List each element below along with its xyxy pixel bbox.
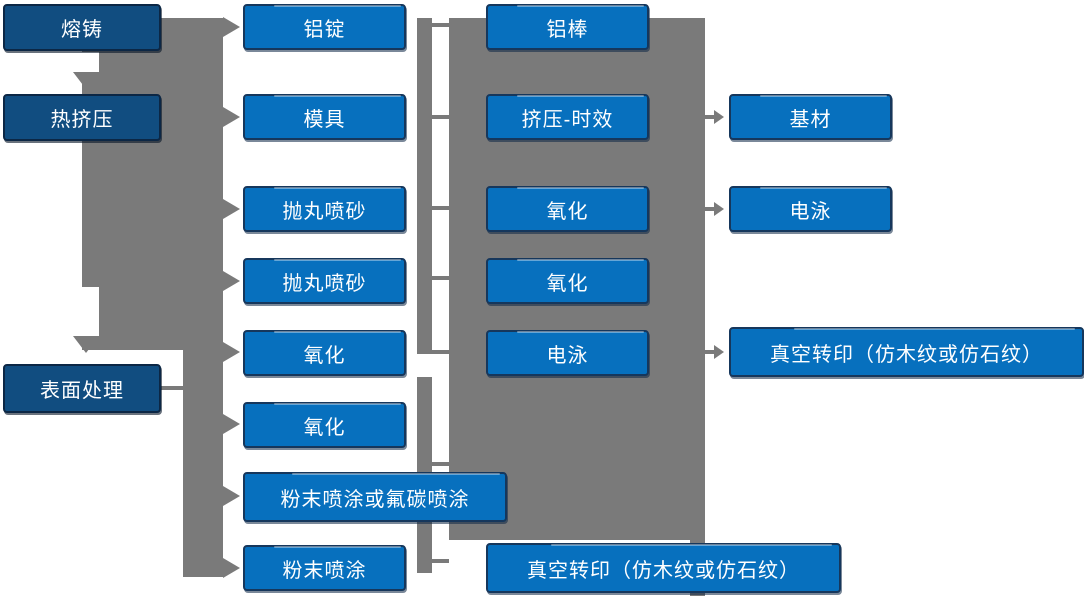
node-oxidation-a: 氧化 bbox=[243, 330, 406, 376]
tick-row1 bbox=[432, 23, 449, 27]
node-powder-or-fluorocarbon-spray: 粉末喷涂或氟碳喷涂 bbox=[243, 472, 507, 522]
tick-row7 bbox=[432, 462, 449, 466]
collector-bar-upper bbox=[417, 18, 432, 354]
node-oxidation-b: 氧化 bbox=[243, 402, 406, 448]
arrow-right-to-electrophoresis-icon bbox=[714, 202, 724, 216]
node-vacuum-transfer-right: 真空转印（仿木纹或仿石纹） bbox=[729, 327, 1084, 377]
node-shot-blasting-1: 抛丸喷砂 bbox=[243, 186, 406, 232]
arrow-right-to-oxidation-2-icon bbox=[223, 414, 240, 434]
surface-treatment-link-line bbox=[161, 386, 185, 390]
arrow-stem-to-vacuum-transfer bbox=[705, 350, 714, 354]
arrow-stem-to-base-material bbox=[705, 115, 714, 119]
tick-row4 bbox=[432, 276, 449, 280]
node-powder-spray: 粉末喷涂 bbox=[243, 545, 406, 591]
band-notch-2 bbox=[82, 287, 99, 336]
arrow-right-to-powder-spray-icon bbox=[223, 558, 240, 578]
node-electrophoresis-a: 电泳 bbox=[486, 330, 649, 376]
arrow-right-to-base-material-icon bbox=[714, 110, 724, 124]
node-oxidation-c: 氧化 bbox=[486, 186, 649, 232]
tick-row3 bbox=[432, 206, 449, 210]
tick-row8 bbox=[432, 559, 449, 563]
arrow-right-to-oxidation-1-icon bbox=[223, 342, 240, 362]
node-extrusion-aging: 挤压-时效 bbox=[486, 94, 649, 140]
node-aluminum-rod: 铝棒 bbox=[486, 4, 649, 50]
arrow-stem-to-electrophoresis bbox=[705, 207, 714, 211]
band-notch-1 bbox=[82, 52, 99, 72]
arrow-right-to-powder-fluorocarbon-icon bbox=[223, 486, 240, 506]
arrow-down-to-surface-treatment-icon bbox=[73, 336, 99, 353]
node-mold: 模具 bbox=[243, 94, 406, 140]
node-vacuum-transfer-bottom: 真空转印（仿木纹或仿石纹） bbox=[486, 543, 841, 593]
node-hot-extrusion: 热挤压 bbox=[3, 94, 161, 141]
arrow-right-to-mold-icon bbox=[223, 107, 240, 127]
arrow-down-to-hot-extrusion-icon bbox=[73, 72, 99, 89]
main-band-left bbox=[82, 18, 223, 350]
node-melt-casting: 熔铸 bbox=[3, 4, 161, 51]
arrow-right-to-shot-blasting-2-icon bbox=[223, 271, 240, 291]
node-electrophoresis-b: 电泳 bbox=[729, 186, 892, 232]
node-surface-treatment: 表面处理 bbox=[3, 364, 161, 413]
arrow-right-to-aluminum-ingot-icon bbox=[223, 17, 240, 37]
node-oxidation-d: 氧化 bbox=[486, 258, 649, 304]
tick-row2 bbox=[432, 115, 449, 119]
node-base-material: 基材 bbox=[729, 94, 892, 140]
tick-row5 bbox=[432, 350, 449, 354]
arrow-right-to-shot-blasting-1-icon bbox=[223, 199, 240, 219]
node-shot-blasting-2: 抛丸喷砂 bbox=[243, 258, 406, 304]
lower-band-left bbox=[183, 350, 223, 577]
arrow-right-to-vacuum-transfer-icon bbox=[714, 345, 724, 359]
node-aluminum-ingot: 铝锭 bbox=[243, 4, 406, 50]
